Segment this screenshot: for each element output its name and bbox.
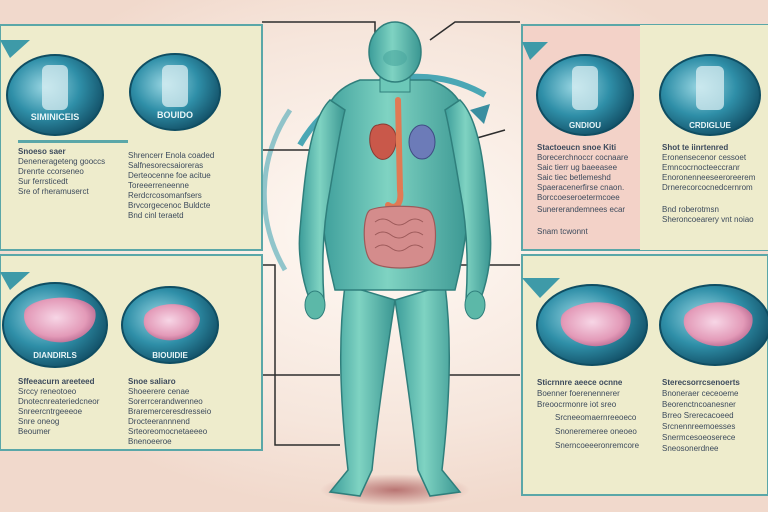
panel-text: Shoeerere cenae xyxy=(128,387,190,396)
panel-text: Toreeerreneenne xyxy=(128,181,189,190)
circular-arrow xyxy=(261,108,293,272)
panel-text: Srteoreomocnetaeeeo xyxy=(128,427,208,436)
tissue-sample xyxy=(143,304,200,341)
panel-text: Snam tcwonnt xyxy=(537,227,588,236)
panel-bottom-left: DIANDIRLS BIOUIDIE Sffeeacurn areeteed S… xyxy=(0,254,263,451)
arrow-head xyxy=(470,104,490,124)
panel-text: Drnerecorcocnedcernrom xyxy=(662,183,753,192)
panel-text: Sur ferrsticedt xyxy=(18,177,69,186)
panel-text: Saic tierr ug baeeasee xyxy=(537,163,618,172)
panel-text: Snermcesoeoserece xyxy=(662,433,736,442)
lens-label: GNDIOU xyxy=(569,121,601,130)
panel-text: Salfnesorecsaioreras xyxy=(128,161,203,170)
panel-text: Snerncoeeeronremcore xyxy=(555,441,640,450)
panel-text: Enoronenneeseeroreerem xyxy=(662,173,756,182)
panel-text: Snreercntrgeeeoe xyxy=(18,407,83,416)
panel-text: Bnoneraer ceceoeme xyxy=(662,389,739,398)
panel-top-right: GNDIOU CRDIGLUE Stactoeucn snoe Kiti Bor… xyxy=(521,24,768,251)
panel-text: Spaeracenerfirse cnaon. xyxy=(537,183,624,192)
panel-text: Sneosonerdnee xyxy=(662,444,719,453)
panel-text: Sorerrcerandwenneo xyxy=(128,397,203,406)
panel-text: Shot te iinrtenred xyxy=(662,143,728,152)
panel-text: Eronensecenor cessoet xyxy=(662,153,747,162)
panel-text: Sheroncoearery vnt noiao xyxy=(662,215,754,224)
tissue-sample xyxy=(24,297,96,343)
panel-text: Bnd cinl teraetd xyxy=(128,211,184,220)
panel-text: Rerdcrcosomanfsers xyxy=(128,191,202,200)
panel-text: Sticrnnre aeece ocnne xyxy=(537,378,623,387)
panel-text: Derteocenne foe acitue xyxy=(128,171,211,180)
panel-text: Dnotecnreateriedcneor xyxy=(18,397,100,406)
panel-text: Sffeeacurn areeteed xyxy=(18,377,95,386)
panel-text: Srcneeomaernreeoeco xyxy=(555,413,637,422)
panel-text: Drenrte ccorseneo xyxy=(18,167,84,176)
panel-text: Bnd roberotmsn xyxy=(662,205,719,214)
panel-top-left: SIMINICEIS BOUIDO Snoeso saer Denenerage… xyxy=(0,24,263,251)
panel-text: Snoeso saer xyxy=(18,147,66,156)
panel-text: Borccoeseroetermcoee xyxy=(537,193,620,202)
tissue-sample xyxy=(683,302,753,347)
panel-text: Sterecsorrcsenoerts xyxy=(662,378,740,387)
panel-text: Srccy reneotoeo xyxy=(18,387,77,396)
lens-label: DIANDIRLS xyxy=(33,351,77,360)
lens-label: BOUIDO xyxy=(157,110,193,120)
intestines xyxy=(363,205,437,269)
panel-text: Beorenctncoanesner xyxy=(662,400,736,409)
panel-text: Drocteerannnend xyxy=(128,417,190,426)
panel-text: Srcnennreemoesses xyxy=(662,422,735,431)
panel-text: Snre oneog xyxy=(18,417,59,426)
liver xyxy=(369,123,397,160)
panel-text: Beoumer xyxy=(18,427,51,436)
panel-text: Sunererandemnees ecar xyxy=(537,205,625,214)
panel-text: Sre of rheramuserct xyxy=(18,187,89,196)
panel-text: Brreo Srerecacoeed xyxy=(662,411,734,420)
panel-text: Breoocrmonre iot sreo xyxy=(537,400,617,409)
panel-bottom-right: Sticrnnre aeece ocnne Boenner foerenenne… xyxy=(521,254,768,496)
panel-text: Snoe saliaro xyxy=(128,377,176,386)
panel-text: Boenner foerenennerer xyxy=(537,389,620,398)
panel-text: Emncocrnocteeccranr xyxy=(662,163,740,172)
panel-text: Brvcorgecenoc Buldcte xyxy=(128,201,211,210)
tissue-sample xyxy=(560,302,631,347)
panel-text: Shrencerr Enola coaded xyxy=(128,151,214,160)
lens-label: BIOUIDIE xyxy=(152,351,188,360)
panel-text: Snoneremeree oneoeo xyxy=(555,427,637,436)
panel-text: Bnenoeeroe xyxy=(128,437,172,446)
lens-label: CRDIGLUE xyxy=(689,121,731,130)
panel-text: Borecerchnoccr cocnaare xyxy=(537,153,629,162)
panel-text: Stactoeucn snoe Kiti xyxy=(537,143,616,152)
panel-text: Braremerceresdresseio xyxy=(128,407,212,416)
lens-label: SIMINICEIS xyxy=(31,112,80,122)
human-body xyxy=(298,21,492,497)
panel-text: Saic tiec betlemeshd xyxy=(537,173,611,182)
stomach xyxy=(408,124,436,160)
panel-text: Denenerageteng gooccs xyxy=(18,157,105,166)
